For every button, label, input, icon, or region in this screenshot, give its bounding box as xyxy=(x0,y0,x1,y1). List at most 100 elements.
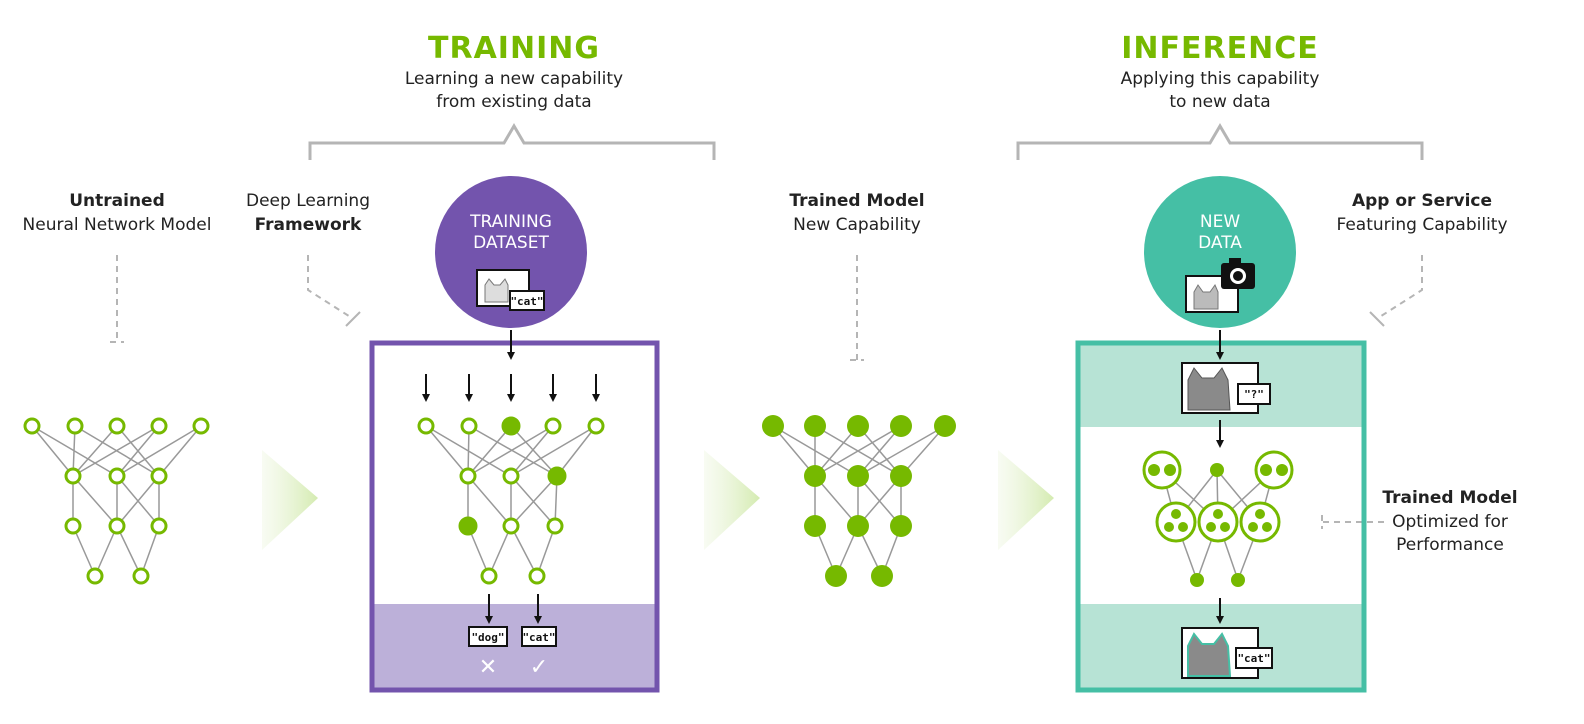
untrained-label-bold: Untrained xyxy=(69,191,165,211)
node xyxy=(150,517,168,535)
framework-leader xyxy=(307,255,353,319)
output-tag-cat: "cat" xyxy=(522,631,555,644)
output-tag-cat-box xyxy=(521,626,557,647)
node xyxy=(825,565,847,587)
query-tag-box xyxy=(1237,383,1271,405)
trained-network xyxy=(772,425,946,577)
node xyxy=(459,467,477,485)
node xyxy=(871,565,893,587)
trained-nodes xyxy=(762,415,956,587)
node xyxy=(804,515,826,537)
dataset-tag: "cat" xyxy=(510,295,543,308)
app-service-leader xyxy=(1377,255,1423,319)
optimized-label-line2: Optimized for xyxy=(1392,512,1508,532)
node xyxy=(66,417,84,435)
training-network xyxy=(425,425,597,577)
trained-model-leader xyxy=(850,255,864,361)
node xyxy=(804,415,826,437)
node xyxy=(86,567,104,585)
node-cluster xyxy=(1254,450,1294,490)
node xyxy=(847,515,869,537)
optimized-nodes xyxy=(1142,450,1294,587)
untrained-label-line2: Neural Network Model xyxy=(23,215,212,235)
node xyxy=(762,415,784,437)
node xyxy=(547,466,567,486)
output-tag-dog-box xyxy=(468,626,508,647)
node xyxy=(108,467,126,485)
node-cluster xyxy=(1155,501,1197,543)
optimized-leader xyxy=(1321,515,1384,529)
inference-header: INFERENCE Applying this capability to ne… xyxy=(1016,31,1424,160)
node xyxy=(587,417,605,435)
app-service-label: App or Service Featuring Capability xyxy=(1336,191,1508,327)
training-outputs: "dog" "cat" ✕ ✓ xyxy=(468,626,557,680)
node xyxy=(934,415,956,437)
node xyxy=(890,465,912,487)
trained-model-label-line2: New Capability xyxy=(793,215,921,235)
optimized-network xyxy=(1161,469,1275,581)
flow-chevron-3 xyxy=(998,450,1054,550)
node-cluster xyxy=(1239,501,1281,543)
node xyxy=(64,517,82,535)
node xyxy=(1190,573,1204,587)
flow-chevron-1 xyxy=(262,450,318,550)
node xyxy=(890,515,912,537)
trained-model-label-bold: Trained Model xyxy=(789,191,924,211)
node xyxy=(847,465,869,487)
node-cluster xyxy=(1142,450,1182,490)
inference-subtitle-line1: Applying this capability xyxy=(1121,69,1320,89)
untrained-leader xyxy=(110,255,124,343)
optimized-model-label: Trained Model Optimized for Performance xyxy=(1321,488,1518,555)
training-arrows xyxy=(422,330,600,624)
dataset-label-line2: DATASET xyxy=(473,233,549,253)
training-bracket xyxy=(308,123,716,160)
training-header: TRAINING Learning a new capability from … xyxy=(308,31,716,160)
camera-icon xyxy=(1221,258,1255,289)
correct-mark-icon: ✓ xyxy=(530,655,548,680)
new-data-circle: NEW DATA xyxy=(1144,176,1296,328)
node xyxy=(501,416,521,436)
node xyxy=(502,517,520,535)
node xyxy=(502,467,520,485)
node xyxy=(528,567,546,585)
flow-chevron-2 xyxy=(704,450,760,550)
newdata-label-line1: NEW xyxy=(1200,212,1240,232)
inference-subtitle-line2: to new data xyxy=(1169,92,1270,112)
training-title: TRAINING xyxy=(428,31,600,66)
training-subtitle-line2: from existing data xyxy=(436,92,591,112)
training-dataset-circle: TRAINING DATASET "cat" xyxy=(435,176,587,328)
node xyxy=(544,417,562,435)
node xyxy=(150,467,168,485)
node xyxy=(1210,463,1224,477)
wrong-mark-icon: ✕ xyxy=(479,655,497,680)
framework-label-line1: Deep Learning xyxy=(246,191,370,211)
node xyxy=(458,516,478,536)
node xyxy=(460,417,478,435)
inference-input-image: "?" xyxy=(1181,362,1271,414)
node xyxy=(150,417,168,435)
framework-label: Deep Learning Framework xyxy=(246,191,370,327)
query-tag: "?" xyxy=(1244,388,1264,401)
dataset-label-line1: TRAINING xyxy=(469,212,552,232)
node xyxy=(480,567,498,585)
node xyxy=(108,517,126,535)
training-box xyxy=(369,340,660,693)
untrained-nodes xyxy=(23,417,210,585)
result-tag-box xyxy=(1235,647,1273,669)
result-tag: "cat" xyxy=(1237,652,1270,665)
newdata-label-line2: DATA xyxy=(1198,233,1242,253)
node xyxy=(1231,573,1245,587)
training-subtitle-line1: Learning a new capability xyxy=(405,69,623,89)
output-tag-dog: "dog" xyxy=(471,631,504,644)
training-nodes xyxy=(417,416,605,585)
inference-result: "cat" xyxy=(1181,627,1273,679)
node xyxy=(192,417,210,435)
node-cluster xyxy=(1197,501,1239,543)
node xyxy=(546,517,564,535)
optimized-label-line3: Performance xyxy=(1396,535,1504,555)
app-service-label-bold: App or Service xyxy=(1352,191,1492,211)
node xyxy=(132,567,150,585)
node xyxy=(890,415,912,437)
node xyxy=(417,417,435,435)
